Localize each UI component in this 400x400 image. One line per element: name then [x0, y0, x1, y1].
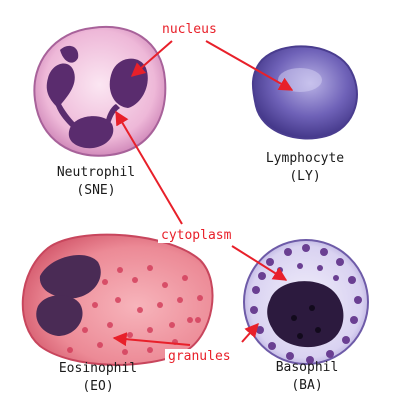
basophil-cell — [243, 239, 369, 365]
eosinophil-cell — [21, 233, 214, 366]
annotation-arrows — [112, 40, 294, 347]
basophil-granules — [250, 244, 362, 364]
eosinophil-abbr: (EO) — [82, 379, 114, 394]
eosinophil-caption: Eosinophil (EO) — [43, 360, 153, 396]
eosinophil-name: Eosinophil — [58, 361, 138, 376]
cytoplasm-arrow-basophil — [231, 245, 288, 281]
lymphocyte-body — [251, 45, 358, 140]
nucleus-arrow-lymphocyte — [205, 40, 294, 91]
basophil-name: Basophil — [275, 360, 339, 375]
lymphocyte-abbr: (LY) — [289, 169, 321, 184]
granules-arrow-basophil — [241, 322, 259, 343]
neutrophil-abbr: (SNE) — [76, 183, 116, 198]
cytoplasm-arrow-neutrophil — [115, 110, 183, 225]
lymphocyte-cell — [251, 45, 358, 140]
lymphocyte-name: Lymphocyte — [265, 151, 345, 166]
granules-arrow-eosinophil — [112, 332, 191, 347]
granules-annotation: granules — [165, 349, 234, 364]
neutrophil-name: Neutrophil — [56, 165, 136, 180]
basophil-nucleus — [267, 281, 344, 348]
eosinophil-nucleus — [36, 254, 101, 336]
cytoplasm-annotation: cytoplasm — [158, 228, 235, 243]
lymphocyte-highlight — [278, 68, 322, 92]
nucleus-arrow-neutrophil — [130, 40, 173, 77]
basophil-abbr: (BA) — [291, 378, 323, 393]
lymphocyte-caption: Lymphocyte (LY) — [250, 150, 360, 186]
neutrophil-caption: Neutrophil (SNE) — [41, 164, 151, 200]
nucleus-annotation: nucleus — [159, 22, 220, 37]
basophil-caption: Basophil (BA) — [252, 359, 362, 395]
neutrophil-cell — [33, 25, 167, 157]
